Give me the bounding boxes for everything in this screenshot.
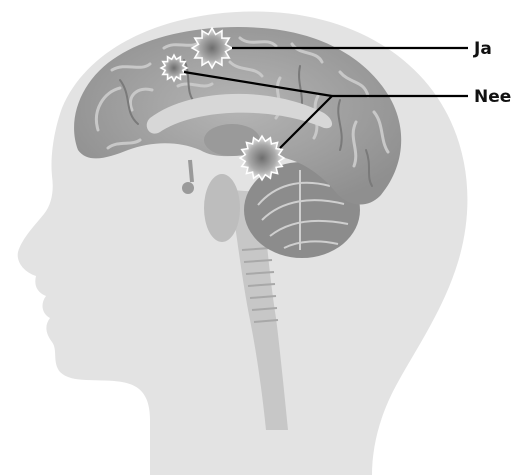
- pituitary-stalk: [190, 160, 192, 182]
- pons: [204, 174, 240, 242]
- label-yes: Ja: [473, 39, 492, 59]
- label-no: Nee: [474, 87, 511, 107]
- pituitary: [182, 182, 194, 194]
- starburst-middle-icon: [240, 136, 284, 180]
